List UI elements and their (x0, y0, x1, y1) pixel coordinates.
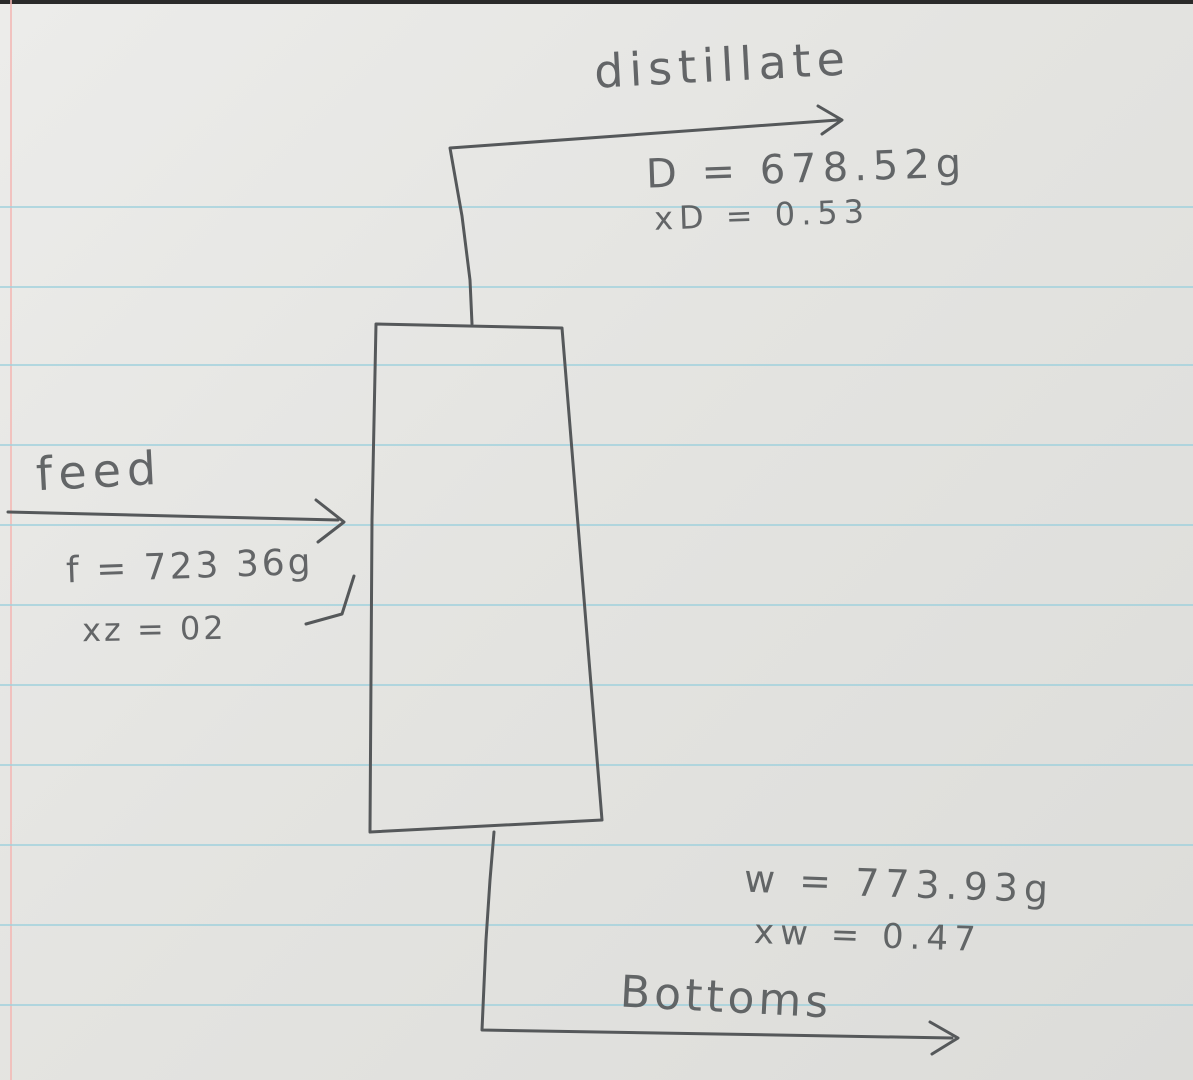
distillate-arrowhead (816, 104, 844, 136)
bottoms-arrowhead (928, 1020, 960, 1056)
bottoms-line (480, 830, 954, 1040)
margin-line (10, 0, 12, 1080)
distillate-composition-label: xD = 0.53 (653, 192, 871, 238)
ruled-line (0, 206, 1193, 208)
ruled-line (0, 524, 1193, 526)
ruled-line (0, 286, 1193, 288)
feed-composition-label: xz = 02 (81, 608, 227, 650)
distillate-line (448, 118, 840, 326)
bottoms-composition-label: xw = 0.47 (753, 912, 983, 960)
ruled-line (0, 844, 1193, 846)
feed-line (6, 510, 340, 522)
ruled-line (0, 924, 1193, 926)
feed-label: feed (34, 440, 164, 502)
feed-flow-label: f = 723 36g (65, 541, 315, 592)
page-top-edge (0, 0, 1193, 4)
ruled-line (0, 444, 1193, 446)
feed-arrowhead (314, 498, 346, 544)
ruled-line (0, 364, 1193, 366)
distillation-column (368, 322, 604, 834)
ruled-line (0, 604, 1193, 606)
ruled-line (0, 684, 1193, 686)
feed-bracket (304, 574, 356, 626)
ruled-line (0, 1004, 1193, 1006)
